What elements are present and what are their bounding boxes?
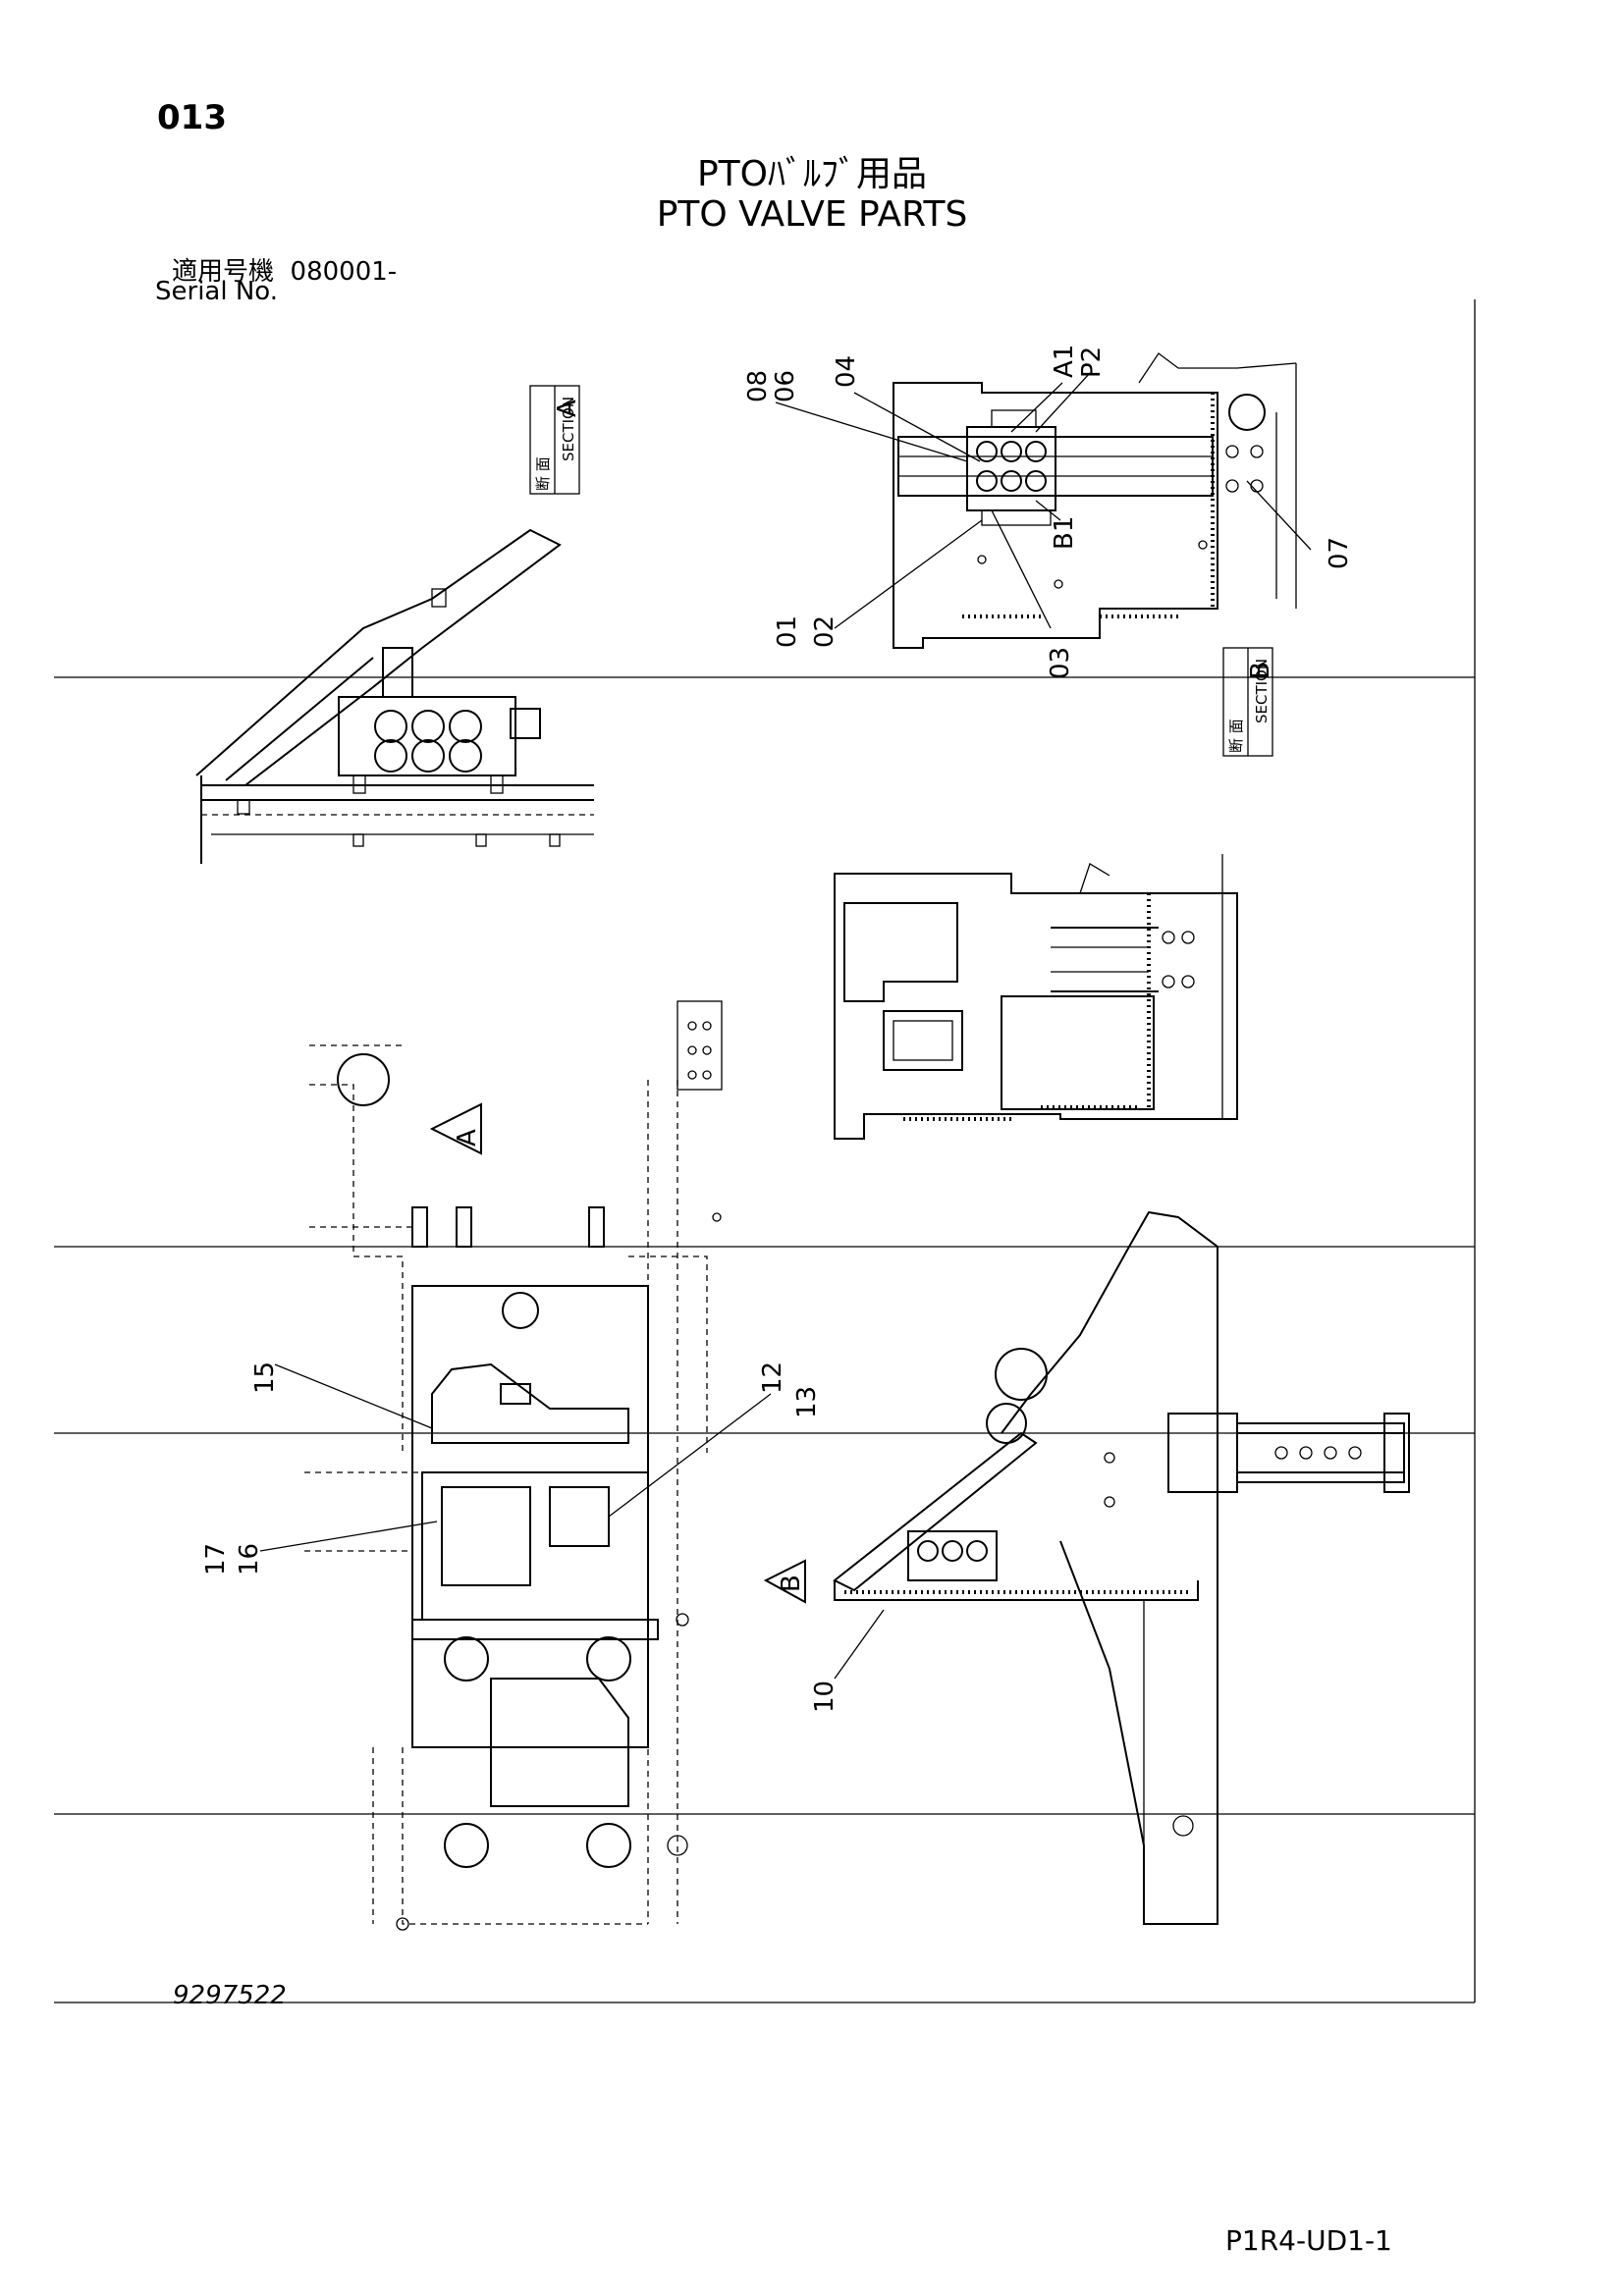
section-b-jp: 断 面 xyxy=(1227,719,1245,753)
side-view xyxy=(833,1210,1410,1925)
callout-01: 01 xyxy=(773,615,802,648)
callout-12: 12 xyxy=(758,1362,787,1394)
title-japanese: PTOﾊﾞﾙﾌﾞ用品 xyxy=(696,154,928,194)
callout-17: 17 xyxy=(201,1543,231,1575)
detail-view xyxy=(834,854,1238,1140)
section-a-view xyxy=(195,528,594,864)
callout-P2: P2 xyxy=(1077,347,1107,378)
view-arrow-b: B xyxy=(763,1559,806,1604)
serial-label-jp-text: 適用号機 xyxy=(172,257,275,287)
callout-A1: A1 xyxy=(1050,345,1079,378)
section-a-jp: 断 面 xyxy=(534,456,552,491)
callout-06: 06 xyxy=(771,370,800,402)
callout-B1: B1 xyxy=(1050,516,1079,550)
callout-16: 16 xyxy=(235,1543,264,1575)
section-a-en: SECTION xyxy=(560,397,577,461)
section-b-view xyxy=(893,352,1297,649)
section-b-tag: 断 面 SECTION B xyxy=(1222,647,1275,757)
callouts: 08 06 04 A1 P2 B1 07 01 02 03 15 12 13 1… xyxy=(201,345,1354,1713)
callout-15: 15 xyxy=(250,1362,280,1394)
title-english: PTO VALVE PARTS xyxy=(656,194,968,235)
serial-value: 080001- xyxy=(290,257,398,287)
drawing-number: 9297522 xyxy=(173,1981,287,2010)
section-b-letter: B xyxy=(1246,662,1275,679)
section-b-en: SECTION xyxy=(1253,659,1271,723)
callout-02: 02 xyxy=(810,615,839,648)
callout-13: 13 xyxy=(792,1386,822,1418)
view-arrow-b-letter: B xyxy=(777,1575,806,1592)
leader-lines xyxy=(259,372,1312,1680)
view-arrow-a: A xyxy=(429,1102,482,1155)
callout-08: 08 xyxy=(743,370,773,402)
section-a-letter: A xyxy=(553,400,582,417)
serial-label-english: Serial No. xyxy=(155,277,278,306)
view-arrow-a-letter: A xyxy=(453,1129,482,1147)
callout-10: 10 xyxy=(810,1681,839,1713)
frame-lines xyxy=(54,299,1476,2003)
callout-03: 03 xyxy=(1046,647,1075,679)
callout-04: 04 xyxy=(832,355,861,388)
section-a-tag: 断 面 SECTION A xyxy=(529,385,582,495)
page-number: 013 xyxy=(157,98,227,137)
plan-view xyxy=(304,1000,723,1931)
callout-07: 07 xyxy=(1325,537,1354,569)
document-code: P1R4-UD1-1 xyxy=(1225,2224,1392,2257)
serial-label-japanese: 適用号機 080001- xyxy=(172,251,397,288)
